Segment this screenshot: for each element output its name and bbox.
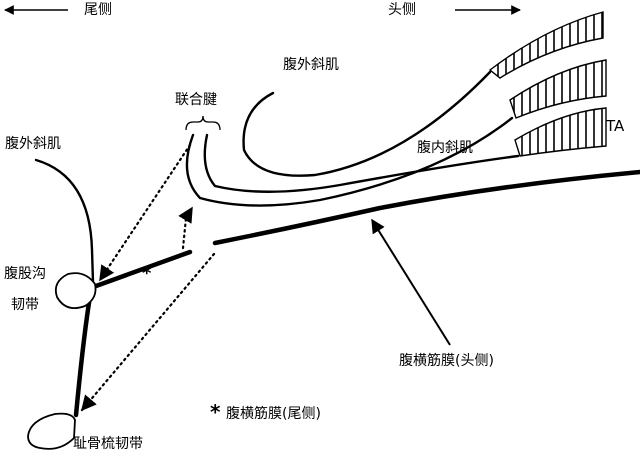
- transversalis-fascia-caudal-label: 腹横筋膜(尾侧): [226, 406, 321, 422]
- inguinal-ligament-label-line1: 腹股沟: [4, 266, 46, 282]
- transversalis-fascia-cranial-label: 腹横筋膜(头侧): [399, 353, 494, 369]
- inguinal-ligament-shape: [54, 272, 97, 309]
- external-oblique-muscle-belly: [488, 11, 604, 79]
- pectineal-ligament-shape: [27, 412, 76, 450]
- legend-asterisk: *: [210, 400, 221, 424]
- caudal-direction-label: 尾侧: [84, 2, 112, 18]
- conjoint-tendon-label: 联合腱: [175, 92, 217, 108]
- conjoint-tendon-outer-layer: [185, 116, 514, 207]
- dotted-arrow-conjoint-to-inguinal: [98, 143, 192, 282]
- transversus-abdominis-label: TA: [606, 117, 625, 135]
- external-oblique-aponeurosis-left: [34, 158, 95, 284]
- dotted-arrow-fascia-to-pectineal: [80, 252, 216, 412]
- internal-oblique-label: 腹内斜肌: [417, 140, 473, 156]
- transversalis-fascia-cranial-pointer: [371, 218, 451, 346]
- inguinal-ligament-label-line2: 韧带: [11, 297, 39, 313]
- asterisk-marker: *: [142, 263, 152, 284]
- external-oblique-left-label: 腹外斜肌: [5, 136, 61, 152]
- external-oblique-aponeurosis-upper: [242, 70, 492, 177]
- cranial-direction-label: 头侧: [388, 2, 416, 18]
- conjoint-tendon-bracket: [185, 115, 221, 131]
- pectineal-ligament-label: 耻骨梳韧带: [73, 436, 143, 452]
- dotted-arrow-fascia-to-conjoint: [178, 206, 194, 250]
- external-oblique-upper-label: 腹外斜肌: [283, 57, 339, 73]
- transversus-abdominis-muscle-belly: [514, 107, 607, 157]
- conjoint-tendon-inner-layer: [203, 133, 520, 193]
- transversalis-fascia-cranial-line: [212, 169, 640, 246]
- internal-oblique-muscle-belly: [509, 59, 607, 119]
